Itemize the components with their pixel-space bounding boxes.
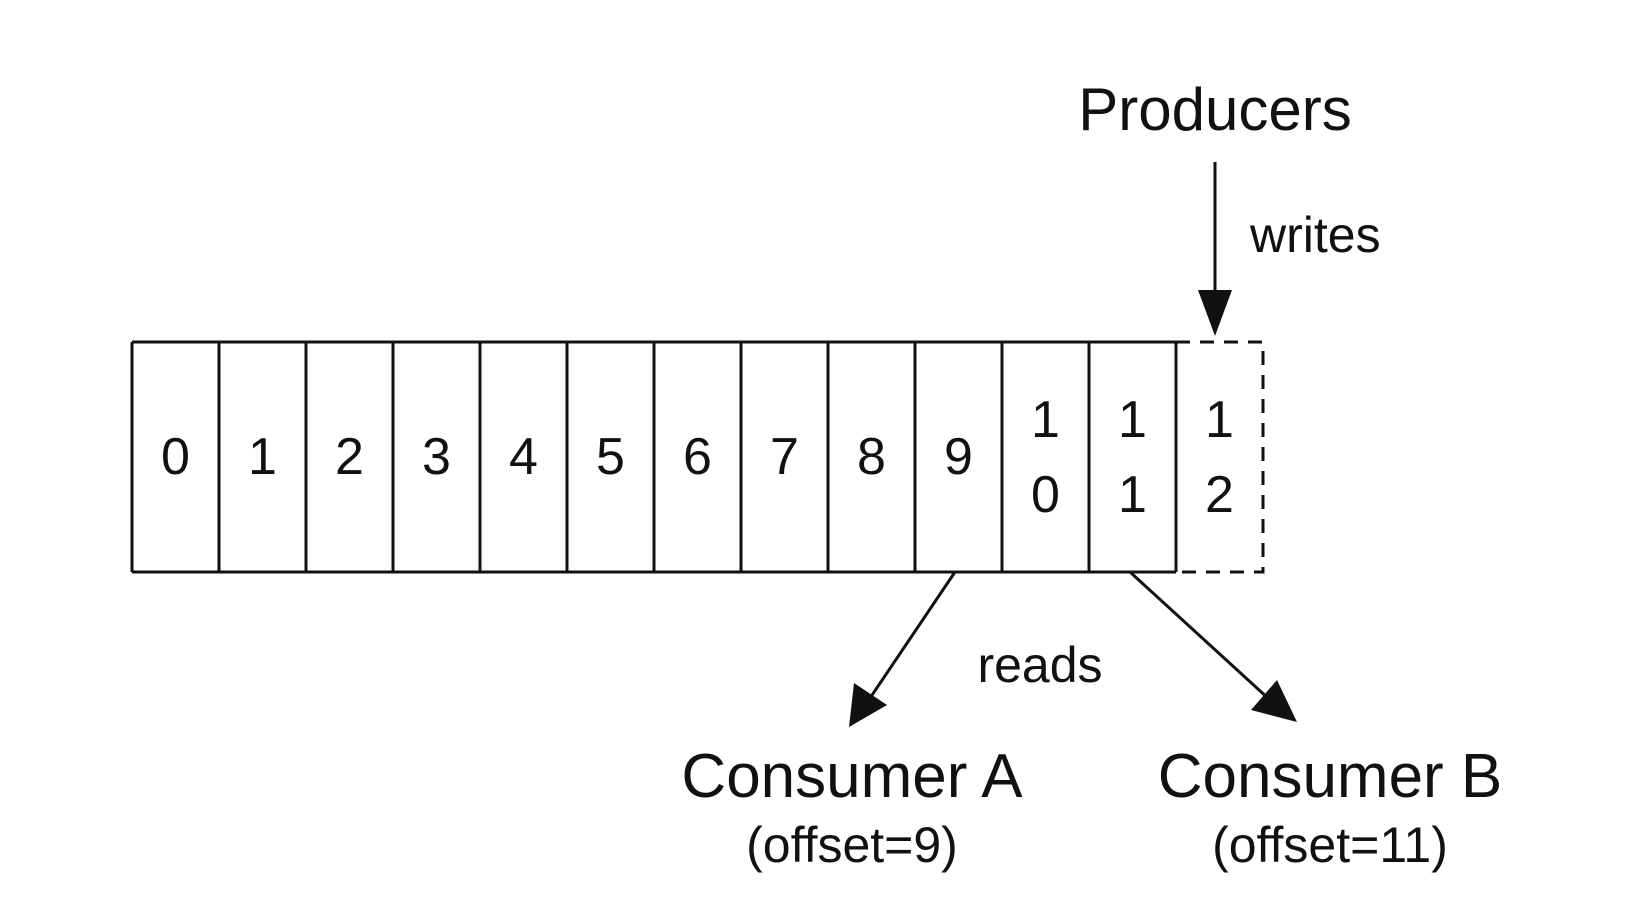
log-cell: 1	[217, 342, 277, 572]
log-cell: 0	[130, 342, 190, 572]
cell-offset-digit: 1	[1031, 391, 1060, 449]
cell-offset-label: 7	[770, 428, 799, 486]
log-cell: 10	[1000, 342, 1060, 572]
consumer-b-name: Consumer B	[1158, 742, 1503, 811]
producers-label: Producers	[1078, 76, 1351, 143]
cell-offset-digit: 1	[1118, 466, 1147, 524]
cell-offset-label: 3	[422, 428, 451, 486]
read-arrowhead-a	[849, 683, 887, 727]
log-cell: 8	[826, 342, 886, 572]
log-cell: 4	[478, 342, 538, 572]
log-cell-pending: 12	[1174, 340, 1265, 574]
cell-offset-digit: 0	[1031, 466, 1060, 524]
cell-offset-digit: 1	[1118, 391, 1147, 449]
log-cell: 9	[913, 342, 973, 572]
log-cell: 3	[391, 342, 451, 572]
consumer-b-offset: (offset=11)	[1212, 817, 1448, 873]
cell-offset-label: 8	[857, 428, 886, 486]
log-cell: 7	[739, 342, 799, 572]
read-arrowhead-b	[1251, 680, 1297, 722]
read-arrow-a	[864, 571, 957, 705]
cell-offset-label: 5	[596, 428, 625, 486]
log-cell: 2	[304, 342, 364, 572]
write-arrowhead	[1198, 290, 1232, 336]
log-cell: 6	[652, 342, 712, 572]
cell-offset-digit: 2	[1205, 466, 1234, 524]
read-arrow-b	[1128, 570, 1272, 702]
cell-offset-label: 0	[161, 428, 190, 486]
reads-label: reads	[977, 637, 1102, 693]
cell-offset-label: 1	[248, 428, 277, 486]
consumer-a-name: Consumer A	[681, 742, 1023, 811]
consumer-a-offset: (offset=9)	[746, 817, 958, 873]
cell-offset-digit: 1	[1205, 391, 1234, 449]
cell-offset-label: 2	[335, 428, 364, 486]
pending-cell-border	[1174, 340, 1265, 574]
cell-offset-label: 6	[683, 428, 712, 486]
log-cell: 5	[565, 342, 625, 572]
writes-label: writes	[1249, 207, 1381, 263]
cell-offset-label: 9	[944, 428, 973, 486]
log-cell: 11	[1087, 342, 1178, 572]
cell-offset-label: 4	[509, 428, 538, 486]
